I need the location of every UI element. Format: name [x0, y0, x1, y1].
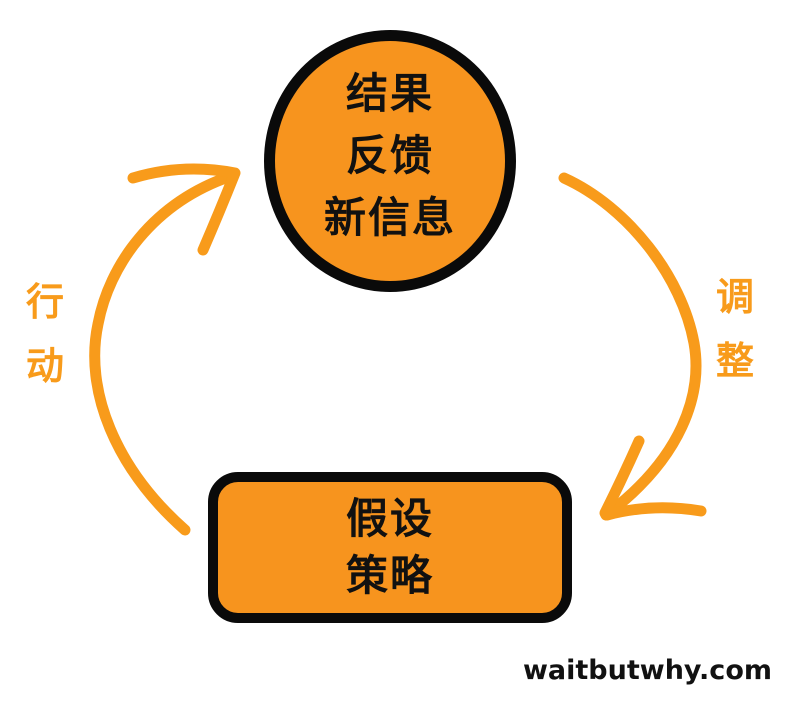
adjust-label-char-1: 调: [716, 275, 755, 319]
adjust-arrow-curve: [558, 172, 702, 521]
circle-line-new-info: 新信息: [323, 193, 456, 242]
rect-line-hypothesis: 假设: [345, 494, 434, 543]
circle-line-feedback: 反馈: [345, 131, 434, 180]
adjust-arrow-down-right: [558, 172, 707, 521]
adjust-label-char-2: 整: [716, 339, 755, 383]
action-arrowhead: [127, 163, 241, 256]
adjust-label: 调 整: [716, 278, 754, 380]
results-feedback-circle: 结果 反馈 新信息: [264, 30, 516, 292]
action-arrow-curve: [89, 170, 237, 536]
action-label-char-2: 动: [26, 344, 65, 388]
rect-line-strategy: 策略: [345, 551, 434, 600]
action-label-char-1: 行: [26, 280, 65, 324]
hypothesis-strategy-box: 假设 策略: [208, 472, 572, 623]
circle-line-results: 结果: [345, 69, 434, 118]
action-arrow-up-left: [89, 163, 241, 536]
adjust-arrowhead: [599, 435, 707, 521]
watermark-waitbutwhy: waitbutwhy.com: [522, 655, 772, 686]
action-label: 行 动: [26, 283, 64, 385]
